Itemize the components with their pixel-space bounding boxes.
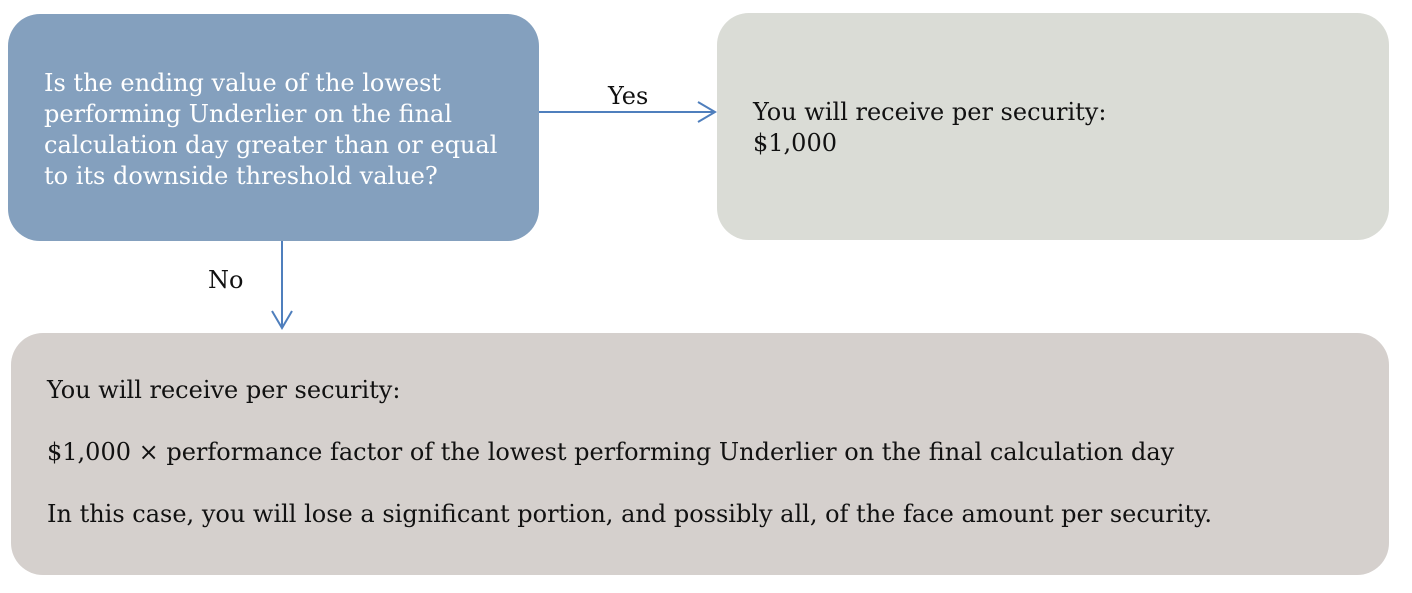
question-line: to its downside threshold value?	[44, 162, 438, 190]
question-line: calculation day greater than or equal	[44, 131, 498, 159]
no-arrowhead	[271, 310, 293, 330]
yes-outcome-box: You will receive per security: $1,000	[717, 13, 1389, 240]
yes-arrowhead	[697, 101, 717, 123]
question-line: performing Underlier on the final	[44, 100, 453, 128]
yes-label: Yes	[608, 82, 649, 110]
question-line: Is the ending value of the lowest	[44, 69, 442, 97]
no-outcome-heading: You will receive per security:	[47, 376, 401, 404]
decision-question-box: Is the ending value of the lowest perfor…	[8, 14, 539, 241]
no-outcome-formula: $1,000 × performance factor of the lowes…	[47, 438, 1175, 466]
yes-outcome-amount: $1,000	[753, 129, 837, 157]
no-outcome-box: You will receive per security: $1,000 × …	[11, 333, 1389, 575]
yes-outcome-line: You will receive per security:	[753, 98, 1107, 126]
no-label: No	[208, 266, 244, 294]
no-outcome-warning: In this case, you will lose a significan…	[47, 500, 1213, 528]
